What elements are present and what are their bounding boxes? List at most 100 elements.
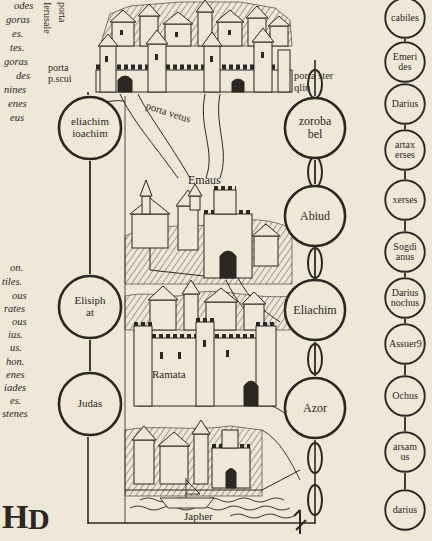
lineage-circle: Darius (384, 83, 426, 125)
place-name: porta (57, 2, 68, 23)
ramata-town-part (160, 352, 163, 359)
margin-text: stenes (2, 408, 42, 420)
japher-town-part (226, 469, 236, 489)
circle-shape (285, 280, 345, 340)
emaus-town-part (252, 224, 280, 236)
lineage-link (404, 365, 406, 375)
margin-text: goras (6, 14, 46, 26)
ruler-name: Elisiph at (70, 295, 110, 318)
ramata-town-part (204, 288, 238, 302)
lineage-circle: artax erses (384, 129, 426, 171)
jerusalem-city-part (163, 12, 193, 24)
circle-shape (285, 186, 345, 246)
lineage-link (404, 319, 406, 323)
emaus-town-part (214, 190, 236, 214)
ruler-name: artax erses (389, 140, 421, 161)
margin-text: rates (4, 303, 44, 315)
lineage-circle: Assuer9 (384, 323, 426, 365)
sea-and-ship-part (262, 430, 300, 480)
japher-town-part (125, 426, 262, 496)
circle-shape (385, 376, 424, 415)
place-name: porta ster qlin (294, 70, 340, 93)
margin-text: hon. (6, 356, 46, 368)
lineage-circle: Emeri des (384, 41, 426, 83)
lineage-link (404, 417, 406, 431)
signature-mark-part (294, 510, 306, 534)
chain-links-part (308, 485, 322, 515)
ruler-name: arsam us (389, 442, 421, 463)
margin-text: ous (12, 316, 52, 328)
chain-links-part (308, 157, 322, 187)
japher-town-part (134, 440, 154, 484)
lineage-circle: Eliachim (283, 278, 347, 342)
place-name: Emaus (188, 174, 238, 187)
ramata-town-part (226, 350, 229, 357)
circle-shape (385, 432, 424, 471)
circle-shape (385, 130, 424, 169)
ruler-name: xerses (389, 195, 421, 206)
road-part (203, 94, 209, 178)
jerusalem-city-part (196, 0, 214, 12)
margin-text: goras (4, 56, 44, 68)
margin-text: es. (12, 28, 52, 40)
lineage-circle: Ochus (384, 375, 426, 417)
jerusalem-city-part (138, 4, 160, 16)
ruler-name: darius (389, 505, 421, 516)
circle-shape (59, 276, 121, 338)
chain-links-part (308, 344, 322, 374)
circle-shape (385, 180, 424, 219)
circle-shape (59, 97, 121, 159)
ramata-town-part (178, 352, 181, 359)
japher-town-part (132, 426, 156, 440)
ruler-name: Darius (389, 99, 421, 110)
japher-town-part (194, 434, 208, 484)
frame-lines-part (87, 92, 89, 95)
ramata-town-part (160, 340, 229, 359)
frame-lines-part (314, 440, 316, 524)
initial-letter: H (2, 498, 32, 535)
ramata-town-part (134, 326, 152, 406)
circle-shape (385, 232, 424, 271)
place-name: porta vetus (144, 100, 214, 133)
jerusalem-city-part (105, 56, 108, 62)
ruler-name: Judas (70, 398, 110, 410)
lineage-circle: Abiud (283, 184, 347, 248)
lineage-link (89, 161, 91, 274)
ramata-town-part (256, 326, 276, 406)
margin-text: es. (10, 395, 50, 407)
place-name: Ramata (152, 368, 202, 380)
japher-town-part (222, 430, 238, 448)
margin-text: enes (6, 369, 46, 381)
chain-links-part (308, 443, 322, 473)
lineage-link (89, 340, 91, 371)
circle-shape (385, 42, 424, 81)
jerusalem-city-part (204, 46, 220, 92)
circle-shape (385, 0, 424, 38)
ruler-name: Sogdi anus (389, 242, 421, 263)
lineage-circle: zoroba bel (283, 96, 347, 160)
circle-shape (285, 378, 345, 438)
jerusalem-city-part (261, 52, 264, 58)
chain-links-part (308, 248, 322, 278)
lineage-circle: Judas (57, 371, 123, 437)
lineage-link (314, 160, 316, 184)
ruler-name: Abiud (292, 210, 338, 223)
margin-text: ius. (8, 329, 48, 341)
jerusalem-city-part (175, 32, 178, 37)
place-name: porta p.scui (48, 62, 80, 84)
jerusalem-city-part (110, 10, 136, 22)
jerusalem-city-part (155, 54, 158, 60)
ruler-name: Assuer9 (389, 339, 421, 350)
japher-town-part (158, 432, 190, 446)
signature-mark (294, 510, 306, 534)
emaus-town-part (190, 196, 200, 210)
ramata-town-part (148, 286, 178, 300)
frame-lines-part (88, 522, 315, 524)
emaus-town-part (140, 180, 152, 196)
sea-and-ship-part (186, 480, 200, 494)
japher-town-part (125, 470, 300, 490)
sea-and-ship-part (130, 506, 290, 510)
circle-shape (285, 98, 345, 158)
jerusalem-city-part (232, 79, 244, 92)
